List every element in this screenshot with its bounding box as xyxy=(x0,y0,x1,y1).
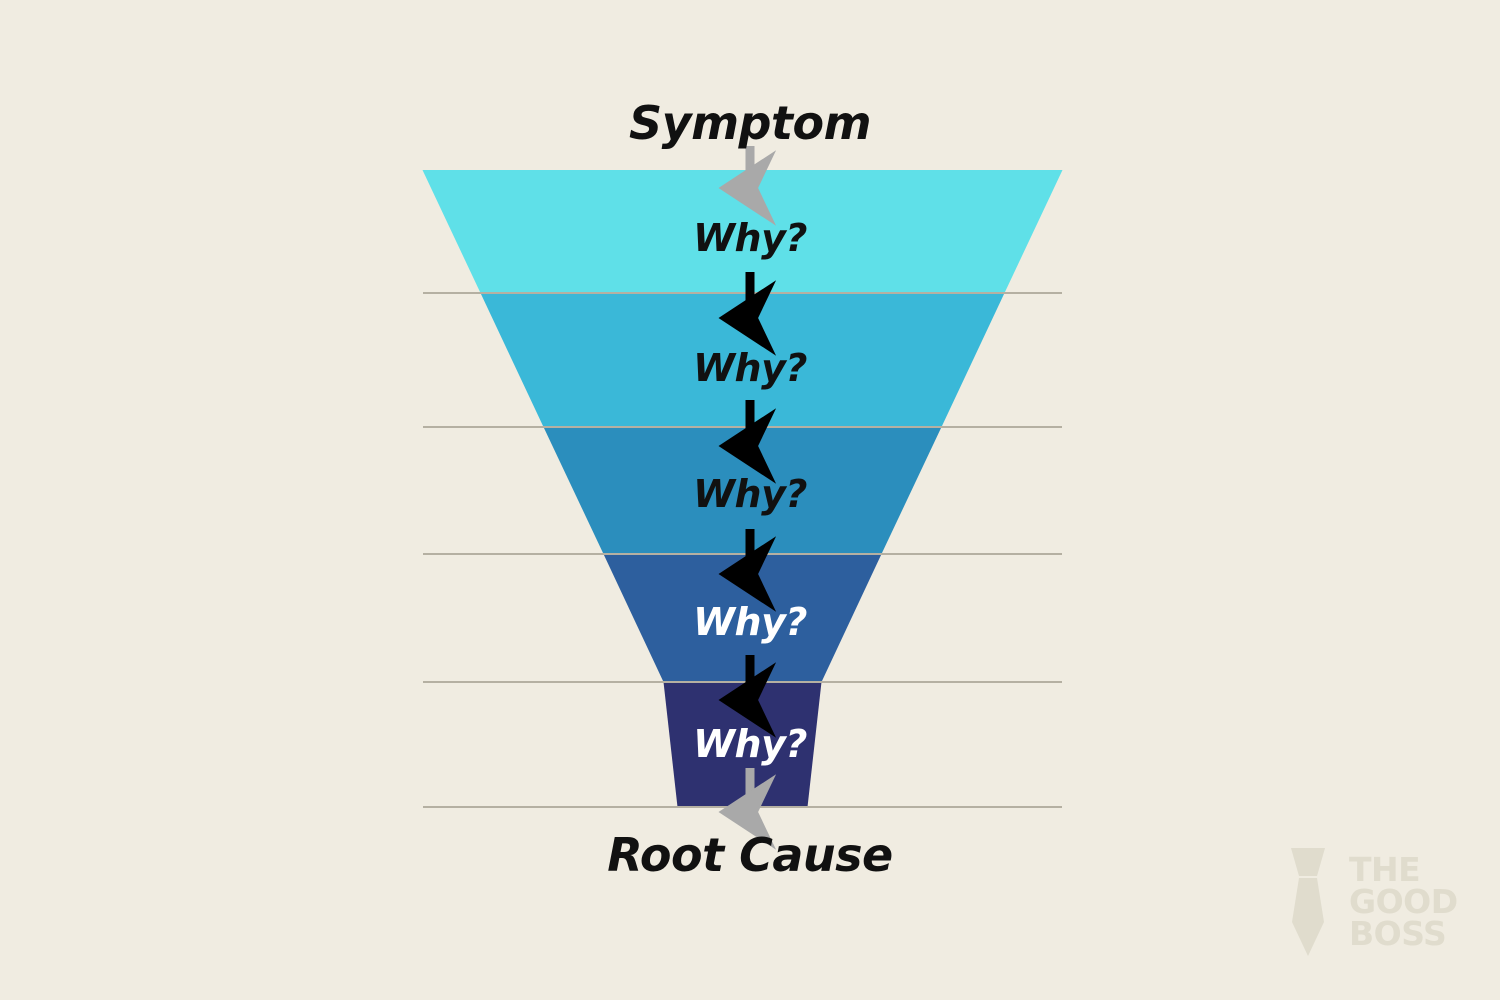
funnel-bands xyxy=(422,170,1063,807)
necktie-icon xyxy=(1291,848,1325,956)
why-label-4: Why? xyxy=(693,600,807,644)
the-good-boss-watermark: THE GOOD BOSS xyxy=(1277,846,1477,958)
watermark-line-3: BOSS xyxy=(1349,913,1447,953)
funnel-stage-1 xyxy=(422,170,1063,293)
why-label-1: Why? xyxy=(693,216,807,260)
funnel-stage-2 xyxy=(480,293,1005,427)
funnel-stage-3 xyxy=(543,427,942,554)
symptom-label: Symptom xyxy=(629,96,872,150)
watermark-wordmark: THE GOOD BOSS xyxy=(1349,850,1458,953)
root-cause-label: Root Cause xyxy=(607,828,893,882)
why-label-5: Why? xyxy=(693,722,807,766)
watermark-line-2: GOOD xyxy=(1349,882,1458,922)
watermark-line-1: THE xyxy=(1349,850,1421,890)
why-label-2: Why? xyxy=(693,346,807,390)
funnel-stage-5 xyxy=(663,682,822,807)
why-label-3: Why? xyxy=(693,472,807,516)
funnel-stage-4 xyxy=(603,554,882,682)
